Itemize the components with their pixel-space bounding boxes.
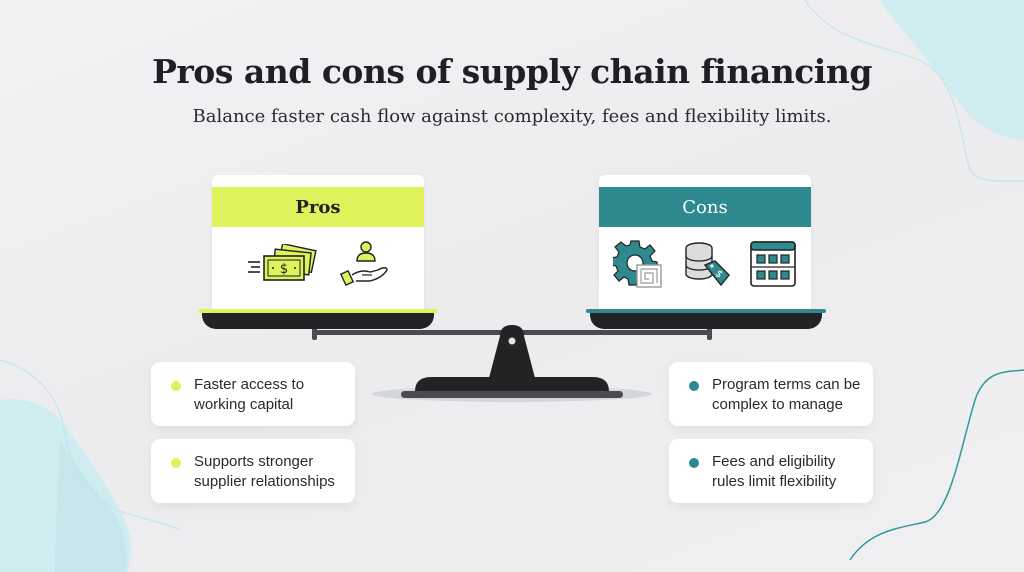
pros-card: Supports stronger supplier relationships [151,439,355,503]
bullet-icon [171,458,181,468]
bullet-icon [689,458,699,468]
cons-item-text: Program terms can be complex to manage [712,376,861,413]
cons-header: Cons [599,187,811,227]
cons-card: Program terms can be complex to manage [669,362,873,426]
page-subtitle: Balance faster cash flow against complex… [192,106,832,127]
bullet-icon [171,381,181,391]
pros-item-text: Supports stronger supplier relationships [194,453,335,490]
fast-money-icon: $ [248,244,317,281]
pros-panel: Pros $ [212,175,424,311]
pros-header: Pros [212,187,424,227]
pros-pan [198,309,438,329]
page-title: Pros and cons of supply chain financing [152,52,872,91]
cons-panel: Cons $ [599,175,811,311]
bullet-icon [689,381,699,391]
cons-pan [586,309,826,329]
pros-card: Faster access to working capital [151,362,355,426]
hand-person-icon [339,241,388,287]
coins-price-tag-icon: $ [685,242,730,287]
pros-item-text: Faster access to working capital [194,376,305,413]
svg-text:$: $ [280,262,288,277]
cons-item-text: Fees and eligibility rules limit flexibi… [712,453,837,490]
gear-complexity-icon [613,240,662,288]
calendar-grid-icon [750,241,796,287]
cons-card: Fees and eligibility rules limit flexibi… [669,439,873,503]
